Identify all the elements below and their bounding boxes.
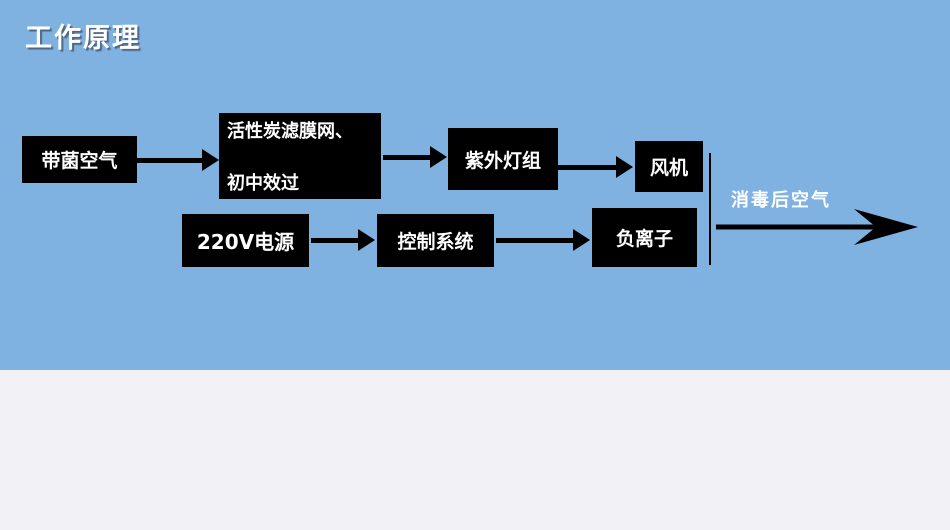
footer-area — [0, 370, 950, 530]
box-uv-lamp: 紫外灯组 — [448, 128, 558, 190]
arrow-control-to-anion — [496, 229, 590, 251]
box-anion-label: 负离子 — [615, 228, 673, 250]
output-separator-line — [709, 153, 711, 265]
arrow-right-icon — [202, 149, 219, 171]
arrow-shaft — [496, 237, 574, 243]
arrow-shaft — [137, 157, 203, 163]
arrow-uv-to-fan — [558, 156, 633, 178]
arrow-shaft — [383, 154, 431, 160]
arrow-shaft — [558, 164, 617, 170]
arrow-filter-to-uv — [383, 146, 447, 168]
arrow-right-icon — [616, 156, 633, 178]
box-filter-line1: 活性炭滤膜网、 — [227, 121, 353, 142]
box-power: 220V电源 — [182, 214, 309, 267]
arrow-right-icon — [430, 146, 447, 168]
arrow-shaft — [311, 237, 359, 243]
slide-title: 工作原理 — [25, 23, 141, 54]
slide-background: 工作原理 带菌空气 活性炭滤膜网、 初中效过 紫外灯组 风机 220V电源 控制… — [0, 0, 950, 370]
box-fan: 风机 — [635, 141, 703, 192]
box-germ-air: 带菌空气 — [22, 136, 137, 183]
box-anion: 负离子 — [592, 208, 697, 267]
output-label: 消毒后空气 — [731, 190, 831, 211]
box-control: 控制系统 — [377, 214, 494, 267]
arrow-right-icon — [573, 229, 590, 251]
box-fan-label: 风机 — [649, 157, 688, 179]
box-power-label: 220V电源 — [196, 230, 295, 254]
arrow-germ-to-filter — [137, 149, 219, 171]
box-filter: 活性炭滤膜网、 初中效过 — [219, 113, 381, 199]
arrow-right-icon — [358, 229, 375, 251]
box-uv-lamp-label: 紫外灯组 — [464, 149, 541, 172]
box-filter-line2: 初中效过 — [227, 173, 299, 194]
output-arrow-icon — [716, 209, 918, 245]
box-germ-air-label: 带菌空气 — [41, 150, 118, 172]
arrow-power-to-control — [311, 229, 375, 251]
box-control-label: 控制系统 — [397, 231, 474, 253]
